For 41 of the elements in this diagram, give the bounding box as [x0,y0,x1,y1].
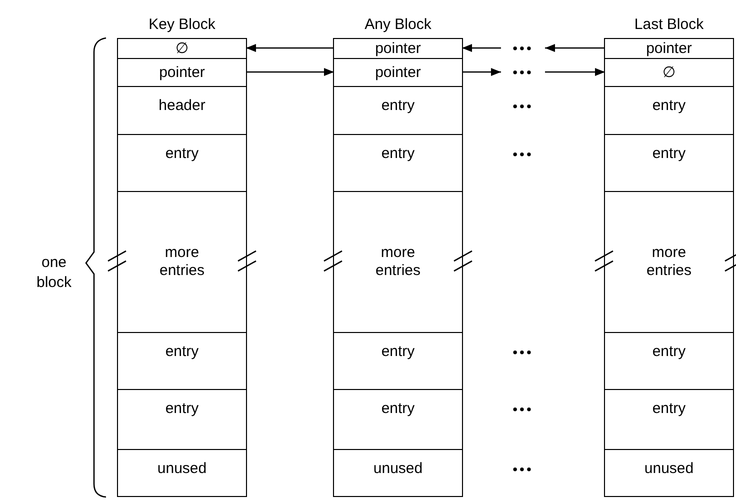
block-cell: unused [333,449,463,497]
block-cell: pointer [117,58,247,88]
arrow [545,44,605,52]
block-cell: entry [117,332,247,390]
block-title: Key Block [148,15,216,35]
block-title: Any Block [364,15,432,35]
ellipsis: ••• [500,40,546,56]
block-cell: entry [117,134,247,192]
ellipsis: ••• [512,460,534,479]
block-cell: entry [604,134,734,192]
block-cell: entry [117,389,247,450]
block-cell: entry [604,86,734,136]
block-cell: entry [333,332,463,390]
block-cell: pointer [333,58,463,88]
block-cell: ∅ [117,38,247,60]
arrow [246,68,334,76]
ellipsis: ••• [512,145,534,164]
block-title: Last Block [633,15,705,35]
block-cell: unused [604,449,734,497]
block-cell: entry [604,389,734,450]
block-cell: more entries [333,191,463,334]
arrow [462,44,501,52]
arrow [545,68,605,76]
block-cell: entry [333,86,463,136]
block-cell: pointer [604,38,734,60]
ellipsis: ••• [512,97,534,116]
ellipsis: ••• [512,400,534,419]
brace-label: one block [35,253,73,293]
block-cell: entry [333,389,463,450]
arrow [246,44,334,52]
ellipsis: ••• [500,60,546,84]
block-cell: entry [604,332,734,390]
arrow [462,68,501,76]
block-cell: unused [117,449,247,497]
block-cell: more entries [604,191,734,334]
ellipsis: ••• [512,343,534,362]
block-cell: more entries [117,191,247,334]
block-cell: header [117,86,247,136]
block-cell: entry [333,134,463,192]
block-cell: ∅ [604,58,734,88]
block-cell: pointer [333,38,463,60]
